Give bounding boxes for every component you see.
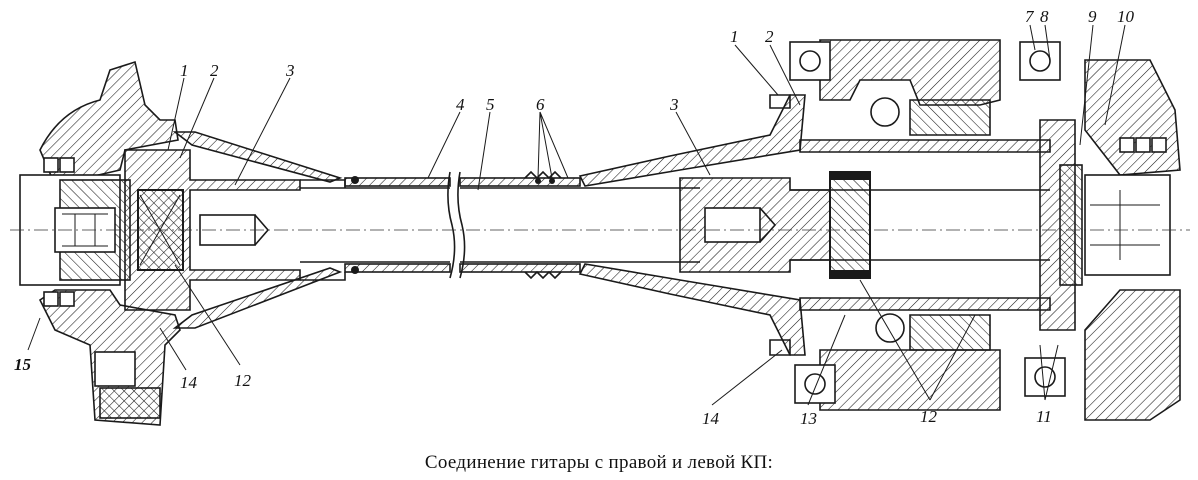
callout-left-12: 12	[234, 371, 252, 390]
callout-4: 4	[456, 95, 465, 114]
callout-right-12: 12	[920, 407, 938, 426]
callout-9: 9	[1088, 7, 1097, 26]
callout-right-1: 1	[730, 27, 739, 46]
callout-11: 11	[1036, 407, 1052, 426]
callout-8: 8	[1040, 7, 1049, 26]
right-cone-cover	[578, 94, 806, 356]
callout-6: 6	[536, 95, 545, 114]
callout-right-2: 2	[765, 27, 774, 46]
callout-5: 5	[486, 95, 495, 114]
callout-left-1: 1	[180, 61, 189, 80]
right-gearbox-assembly	[769, 39, 1181, 421]
callout-15: 15	[14, 355, 32, 374]
callout-left-3: 3	[285, 61, 295, 80]
callout-13: 13	[800, 409, 817, 428]
callout-7: 7	[1025, 7, 1035, 26]
callout-left-14: 14	[180, 373, 198, 392]
callout-right-14: 14	[702, 409, 720, 428]
callout-10: 10	[1117, 7, 1135, 26]
leader-lines	[27, 24, 1126, 406]
figure-caption: Соединение гитары с правой и левой КП:	[424, 452, 774, 473]
callout-labels: 1 2 3 4 5 6 1 2 3 7 8 9 10 11 12 13 14 1…	[14, 7, 1135, 428]
shaft-tube	[300, 170, 700, 280]
callout-right-3: 3	[669, 95, 679, 114]
callout-left-2: 2	[210, 61, 219, 80]
